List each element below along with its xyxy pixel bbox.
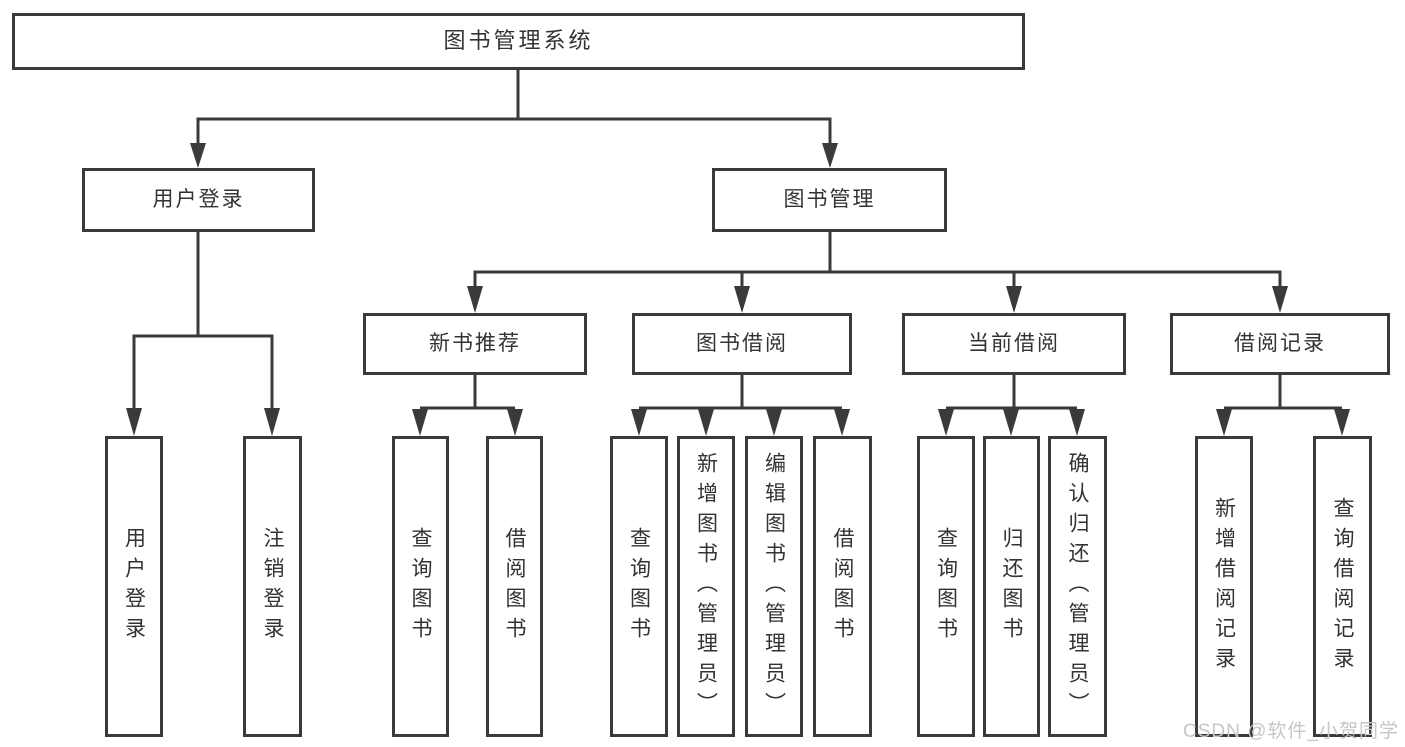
- node-book-management: 图书管理: [712, 168, 947, 232]
- leaf-borrowing-edit-books-admin: 编辑图书（管理员）: [745, 436, 803, 737]
- leaf-recommend-borrow-books: 借阅图书: [486, 436, 543, 737]
- leaf-recommend-query-books: 查询图书: [392, 436, 449, 737]
- watermark-csdn: CSDN @软件_小贺同学: [1183, 721, 1399, 742]
- leaf-user-login: 用户登录: [105, 436, 163, 737]
- leaf-current-return-books: 归还图书: [983, 436, 1040, 737]
- node-current-borrowing: 当前借阅: [902, 313, 1126, 375]
- node-borrowing-records: 借阅记录: [1170, 313, 1390, 375]
- node-library-management-system: 图书管理系统: [12, 13, 1025, 70]
- node-new-book-recommendation: 新书推荐: [363, 313, 587, 375]
- leaf-current-confirm-return-admin: 确认归还（管理员）: [1048, 436, 1107, 737]
- leaf-borrowing-query-books: 查询图书: [610, 436, 668, 737]
- leaf-borrowing-add-books-admin: 新增图书（管理员）: [677, 436, 735, 737]
- leaf-record-query-borrow-record: 查询借阅记录: [1313, 436, 1372, 737]
- node-user-login: 用户登录: [82, 168, 315, 232]
- node-book-borrowing: 图书借阅: [632, 313, 852, 375]
- leaf-record-add-borrow-record: 新增借阅记录: [1195, 436, 1253, 737]
- leaf-logout: 注销登录: [243, 436, 302, 737]
- leaf-current-query-books: 查询图书: [917, 436, 975, 737]
- leaf-borrowing-borrow-books: 借阅图书: [813, 436, 872, 737]
